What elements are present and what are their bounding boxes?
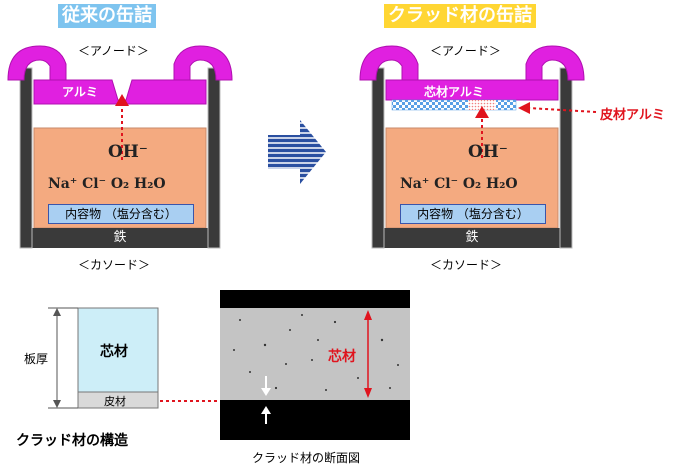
right-contents-box: 内容物 （塩分含む） (400, 204, 546, 224)
skin-aluminum-callout: 皮材アルミ (600, 108, 665, 123)
clad-can-title: クラッド材の缶詰 (384, 4, 536, 28)
left-corrosion-arrow (115, 94, 129, 106)
structure-skin-block (77, 391, 159, 409)
right-corrosion-arrow (475, 106, 489, 118)
right-skin-corrosion-spot (468, 100, 496, 110)
left-cathode-label: ＜カソード＞ (78, 258, 151, 272)
section-caption: クラッド材の断面図 (252, 451, 361, 465)
left-species-label: Na⁺ Cl⁻ O₂ H₂O (48, 176, 166, 192)
left-ion-label: OH⁻ (108, 142, 148, 162)
left-iron-bottom (20, 228, 220, 248)
left-lid-panel (33, 79, 207, 105)
conventional-can-title: 従来の缶詰 (58, 4, 156, 28)
right-lid-curl-left (359, 45, 419, 81)
right-species-label: Na⁺ Cl⁻ O₂ H₂O (400, 176, 518, 192)
left-wall-left (19, 67, 33, 249)
structure-core-block (77, 307, 159, 393)
structure-skin-label: 皮材 (104, 395, 126, 408)
right-cathode-label: ＜カソード＞ (430, 258, 503, 272)
thickness-label: 板厚 (24, 352, 49, 366)
left-lid-curl-left (7, 45, 67, 81)
right-anode-label: ＜アノード＞ (430, 44, 501, 58)
left-wall-right (207, 67, 221, 249)
right-wall-left (371, 67, 385, 249)
skin-top-arrow (261, 388, 271, 396)
structure-core-label: 芯材 (100, 344, 128, 360)
right-iron-label: 鉄 (465, 230, 479, 245)
left-contents-box: 内容物 （塩分含む） (48, 204, 194, 224)
structure-diagram (48, 307, 244, 409)
right-iron-bottom (372, 228, 572, 248)
section-core-label: 芯材 (328, 349, 356, 365)
left-lid-label: アルミ (62, 85, 98, 99)
left-anode-label: ＜アノード＞ (78, 44, 149, 58)
right-lid-label: 芯材アルミ (424, 85, 484, 99)
structure-caption: クラッド材の構造 (16, 433, 128, 449)
transition-arrow (266, 120, 330, 184)
right-lid-curl-right (525, 45, 585, 81)
right-skin-layer (391, 99, 517, 111)
skin-bottom-arrow (261, 406, 271, 414)
left-iron-label: 鉄 (113, 230, 127, 245)
skin-callout-arrow (518, 102, 530, 114)
left-lid-curl-right (173, 45, 233, 81)
right-ion-label: OH⁻ (468, 142, 508, 162)
right-wall-right (559, 67, 573, 249)
cross-section-micrograph (220, 290, 410, 440)
left-can-body (7, 45, 233, 249)
